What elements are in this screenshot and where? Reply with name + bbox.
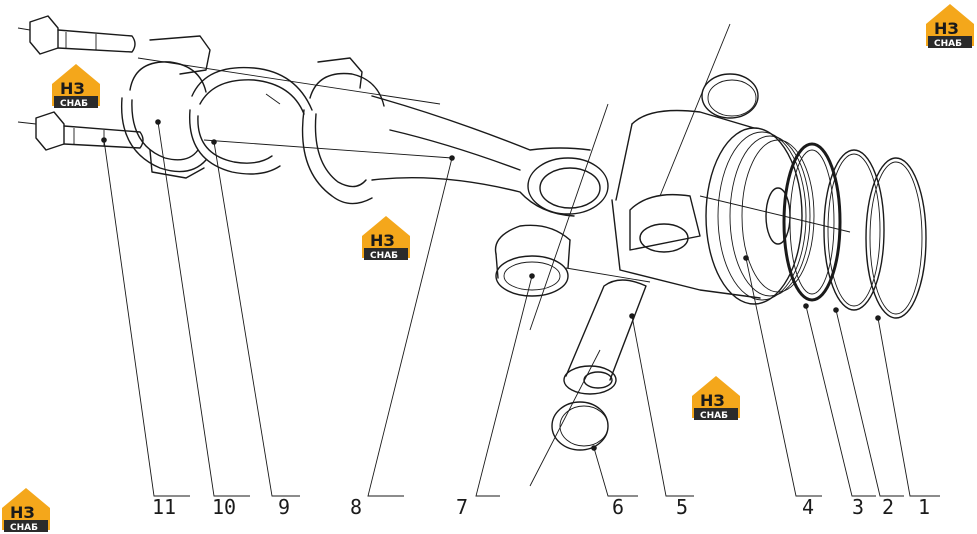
watermark-caption: СНАБ [370, 251, 398, 261]
callout-11: 11 [152, 495, 176, 519]
callout-5: 5 [676, 495, 688, 519]
piston-ring-2 [823, 149, 885, 311]
callout-6: 6 [612, 495, 624, 519]
watermark-caption: СНАБ [934, 39, 962, 49]
bearing-shells [189, 66, 313, 175]
piston-pin [563, 267, 651, 395]
callout-2: 2 [882, 495, 894, 519]
watermark-caption: СНАБ [700, 411, 728, 421]
callout-10: 10 [212, 495, 236, 519]
callout-4: 4 [802, 495, 814, 519]
callout-1: 1 [918, 495, 930, 519]
callout-9: 9 [278, 495, 290, 519]
watermark-logo-top-right: НЗ СНАБ [926, 4, 974, 49]
callout-8: 8 [350, 495, 362, 519]
watermark-logo-lower-right: НЗ СНАБ [692, 376, 740, 421]
bolt-lower [17, 111, 144, 151]
watermark-monogram: НЗ [934, 19, 959, 38]
watermark-logo-center: НЗ СНАБ [362, 216, 410, 261]
piston-ring-1 [865, 157, 927, 319]
connecting-rod [203, 57, 609, 217]
watermark-monogram: НЗ [60, 79, 85, 98]
piston [611, 109, 851, 305]
watermark-monogram: НЗ [10, 503, 35, 522]
assembly-axis-lines [529, 23, 731, 487]
callout-3: 3 [852, 495, 864, 519]
watermark-logo-left: НЗ СНАБ [52, 64, 100, 109]
watermark-monogram: НЗ [370, 231, 395, 250]
watermark-caption: СНАБ [10, 523, 38, 533]
retaining-ring-lower [551, 401, 609, 451]
piston-ring-3 [782, 142, 842, 302]
retaining-ring-upper [701, 73, 759, 119]
callout-7: 7 [456, 495, 468, 519]
connecting-rod-cap [120, 35, 441, 179]
watermark-monogram: НЗ [700, 391, 725, 410]
leader-dots [101, 119, 881, 451]
watermark-logo-bottom-left: НЗ СНАБ [2, 488, 50, 533]
piston-pin-bushing [494, 224, 571, 297]
bolt-upper [17, 15, 136, 55]
leader-lines [103, 121, 940, 497]
watermark-caption: СНАБ [60, 99, 88, 109]
callout-labels: 11 10 9 8 7 6 5 4 3 2 1 [152, 495, 930, 519]
